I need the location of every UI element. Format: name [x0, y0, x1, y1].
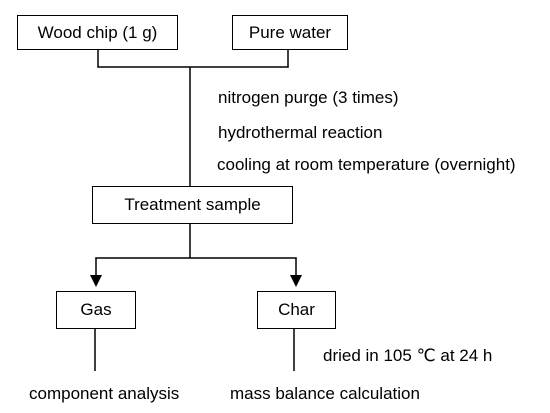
gas-label: Gas	[80, 300, 112, 319]
step-drying: dried in 105 ℃ at 24 h	[323, 346, 493, 365]
pure-water-box: Pure water	[232, 15, 348, 50]
gas-result-label: component analysis	[29, 384, 180, 403]
char-arrow-head	[290, 275, 302, 287]
wood-chip-label: Wood chip (1 g)	[37, 22, 158, 42]
char-label: Char	[278, 300, 315, 319]
step-nitrogen-purge: nitrogen purge (3 times)	[218, 88, 399, 107]
pure-water-label: Pure water	[248, 22, 332, 42]
gas-arrow-head	[90, 275, 102, 287]
char-box: Char	[257, 291, 336, 329]
step-hydrothermal-reaction: hydrothermal reaction	[218, 123, 383, 142]
treatment-sample-box: Treatment sample	[92, 186, 293, 224]
step-cooling: cooling at room temperature (overnight)	[217, 155, 516, 174]
char-result-label: mass balance calculation	[230, 384, 420, 403]
gas-box: Gas	[56, 291, 136, 329]
treatment-sample-label: Treatment sample	[124, 195, 261, 214]
wood-chip-box: Wood chip (1 g)	[17, 15, 178, 50]
